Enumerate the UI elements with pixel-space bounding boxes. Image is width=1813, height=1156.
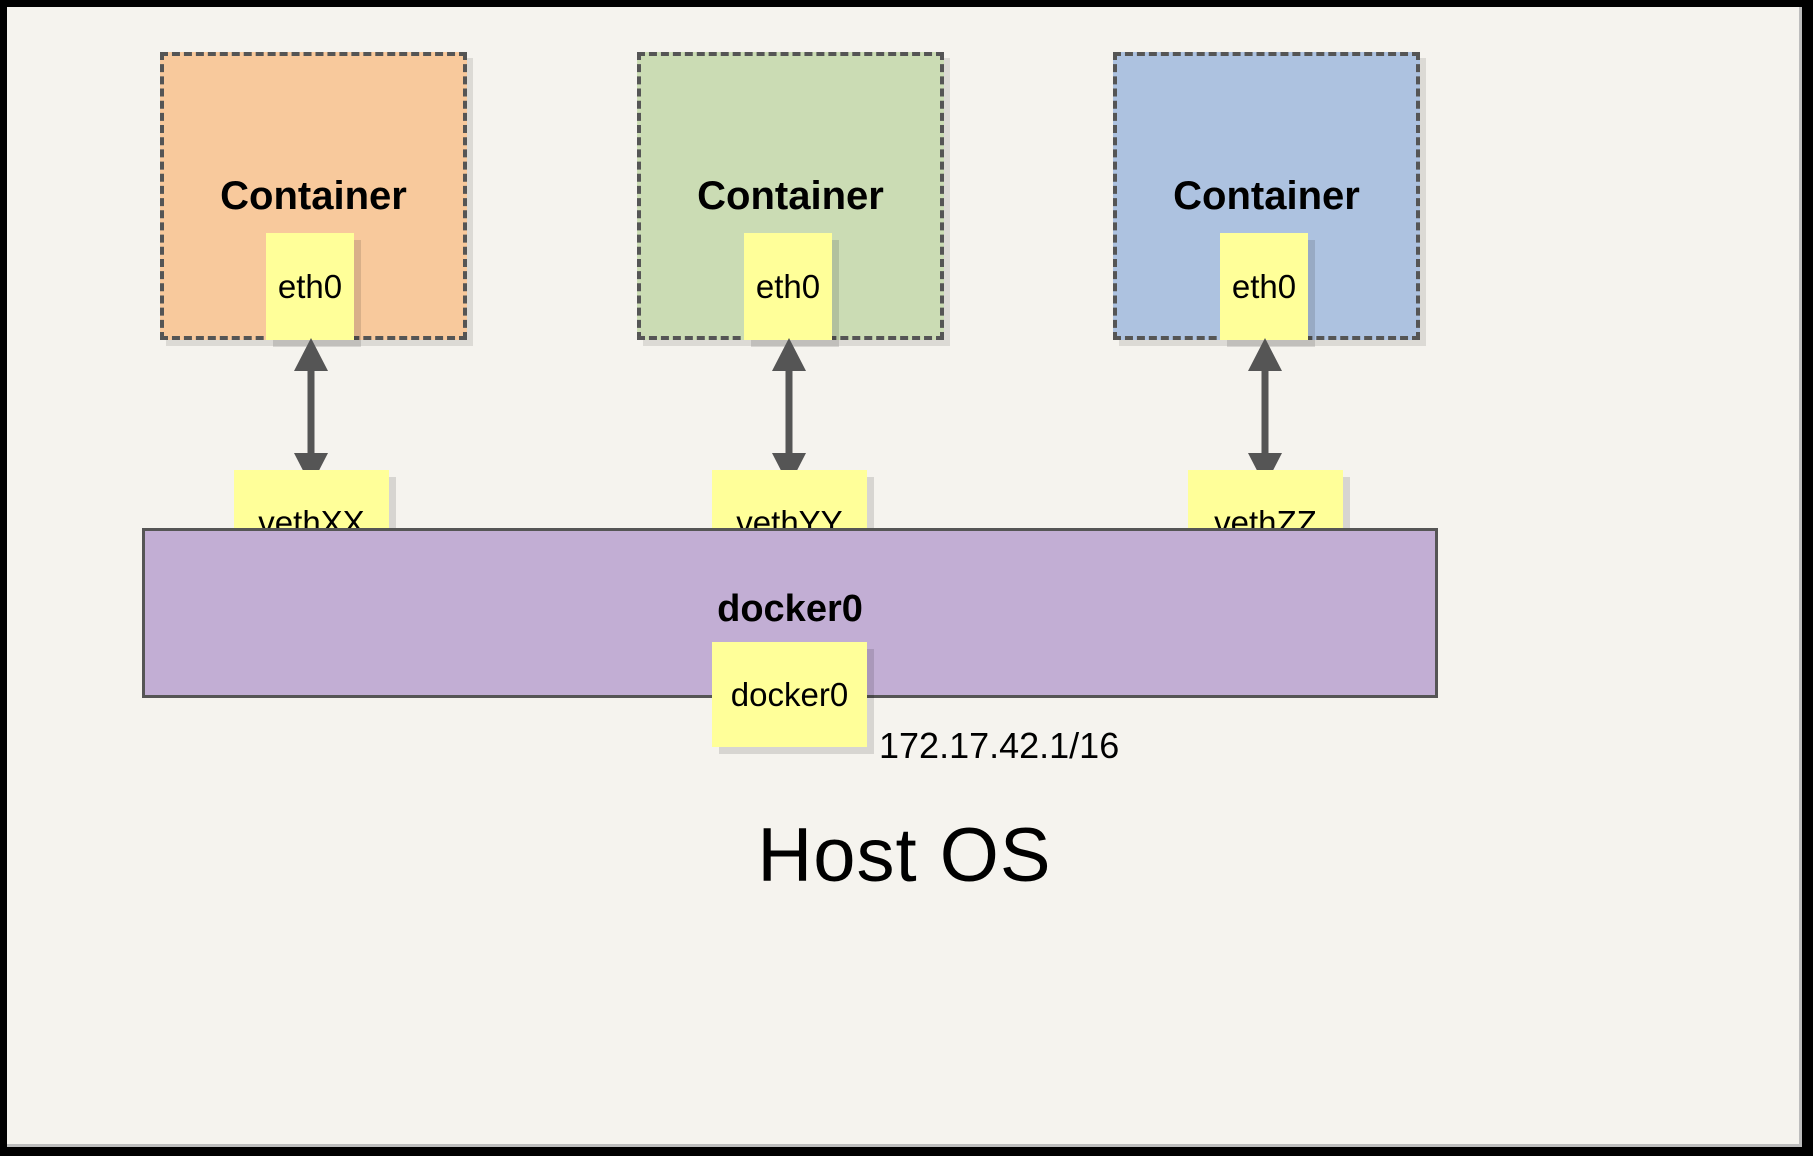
container-title-2: Container bbox=[697, 174, 884, 218]
container-eth0-box-3[interactable]: eth0 bbox=[1220, 233, 1308, 340]
docker0-bridge-label: docker0 bbox=[717, 588, 863, 630]
diagram-frame: Container eth0 vethXX Container eth0 bbox=[7, 7, 1802, 1147]
docker0-interface-box[interactable]: docker0 bbox=[712, 642, 867, 747]
veth-link-arrow-1 bbox=[294, 338, 328, 486]
container-eth0-label-2: eth0 bbox=[755, 267, 821, 305]
container-box-2[interactable]: Container bbox=[637, 52, 944, 340]
docker0-interface-label: docker0 bbox=[730, 675, 849, 713]
host-os-label: Host OS bbox=[757, 813, 1052, 898]
veth-link-arrow-3 bbox=[1248, 338, 1282, 486]
docker0-ip-address: 172.17.42.1/16 bbox=[879, 725, 1120, 766]
container-eth0-box-1[interactable]: eth0 bbox=[266, 233, 354, 340]
veth-link-arrow-2 bbox=[772, 338, 806, 486]
container-title-3: Container bbox=[1173, 174, 1360, 218]
diagram-canvas: Container eth0 vethXX Container eth0 bbox=[7, 7, 1802, 1147]
container-eth0-label-3: eth0 bbox=[1231, 267, 1297, 305]
container-eth0-label-1: eth0 bbox=[277, 267, 343, 305]
container-title-1: Container bbox=[220, 174, 407, 218]
container-eth0-box-2[interactable]: eth0 bbox=[744, 233, 832, 340]
